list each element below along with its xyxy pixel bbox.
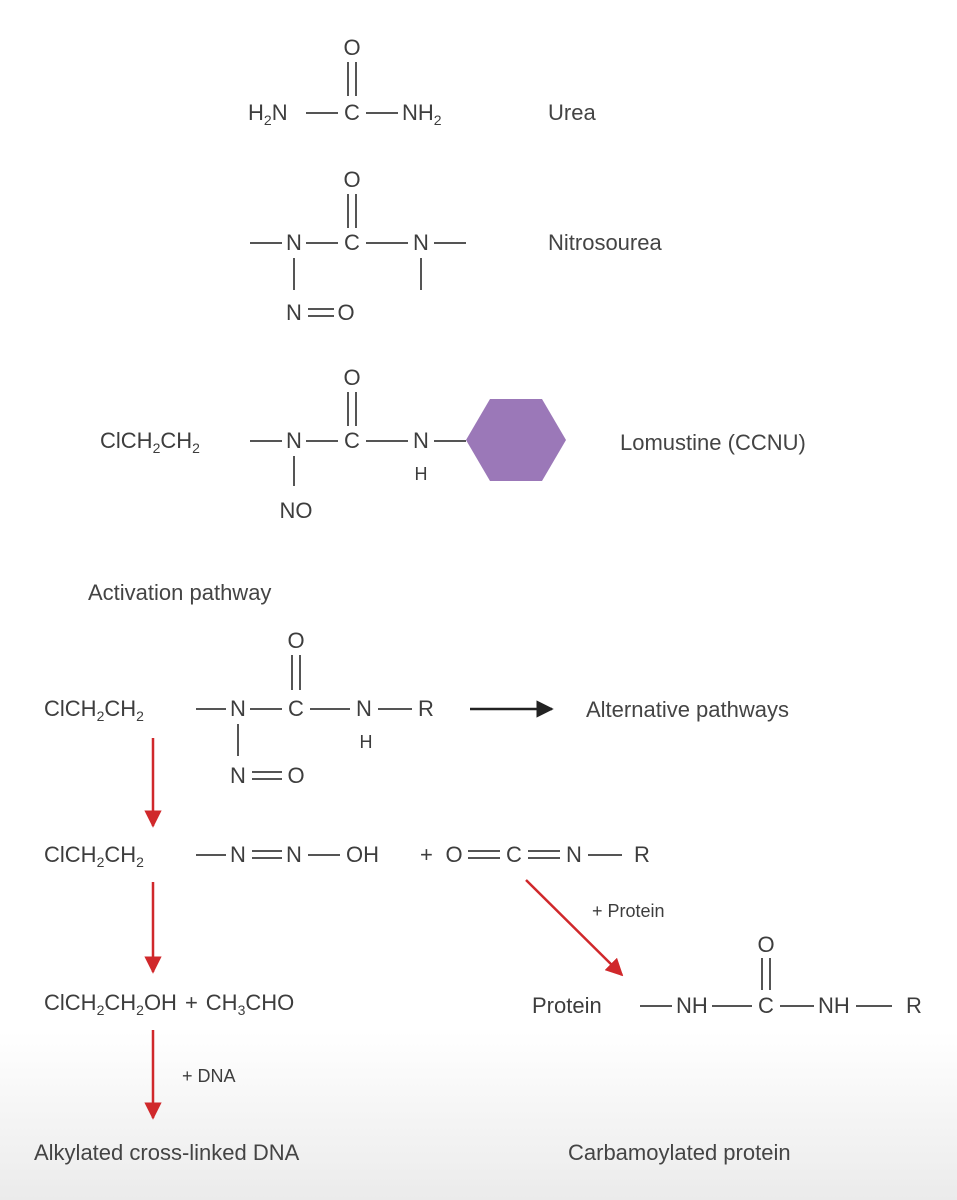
carbamoyl-nh2: NH <box>818 993 850 1018</box>
nitrosourea-n1: N <box>286 230 302 255</box>
nitrosourea-label: Nitrosourea <box>548 230 662 255</box>
start-carbon: C <box>288 696 304 721</box>
pathway-start-molecule: O ClCH2CH2 N C N H R N O <box>44 628 434 788</box>
step2-n1: N <box>230 842 246 867</box>
red-arrow-protein <box>525 879 624 977</box>
final-right-label: Carbamoylated protein <box>568 1140 791 1165</box>
lomustine-label: Lomustine (CCNU) <box>620 430 806 455</box>
step3-products: ClCH2CH2OH+CH3CHO <box>44 990 294 1018</box>
carbamoyl-r: R <box>906 993 922 1018</box>
lomustine-chloroethyl: ClCH2CH2 <box>100 428 200 456</box>
urea-left-amine: H2N <box>248 100 288 128</box>
nitrosourea-carbon: C <box>344 230 360 255</box>
activation-pathway-heading: Activation pathway <box>88 580 271 605</box>
alternative-pathways-label: Alternative pathways <box>586 697 789 722</box>
cyclohexyl-hexagon <box>466 399 566 481</box>
carbamoyl-oxygen: O <box>757 932 774 957</box>
start-oxygen: O <box>287 628 304 653</box>
nitrosourea-n2: N <box>286 300 302 325</box>
start-amide-h: H <box>360 732 373 752</box>
isocyanate-r: R <box>634 842 650 867</box>
carbamoyl-protein: Protein <box>532 993 602 1018</box>
dna-reagent-label: + DNA <box>182 1066 236 1086</box>
start-nitroso-n: N <box>230 763 246 788</box>
protein-reagent-label: + Protein <box>592 901 665 921</box>
step2-n2: N <box>286 842 302 867</box>
nitrosourea-structure: O N C N N O Nitrosourea <box>250 167 662 325</box>
start-nitrogen: N <box>230 696 246 721</box>
urea-structure: O H2N C NH2 Urea <box>248 35 596 128</box>
lomustine-amide-h: H <box>415 464 428 484</box>
start-chloroethyl: ClCH2CH2 <box>44 696 144 724</box>
pathway-step2: ClCH2CH2 N N OH + O C N R <box>44 842 650 870</box>
isocyanate-c: C <box>506 842 522 867</box>
carbamoylated-protein-structure: O Protein NH C NH R <box>532 932 922 1018</box>
isocyanate-n: N <box>566 842 582 867</box>
carbamoyl-carbon: C <box>758 993 774 1018</box>
pathway-step3: ClCH2CH2OH+CH3CHO <box>44 990 294 1018</box>
lomustine-nitroso: NO <box>280 498 313 523</box>
carbamoyl-nh1: NH <box>676 993 708 1018</box>
final-left-label: Alkylated cross-linked DNA <box>34 1140 300 1165</box>
step2-plus: + <box>420 842 433 867</box>
urea-carbon: C <box>344 100 360 125</box>
start-r-group: R <box>418 696 434 721</box>
step2-hydroxyl: OH <box>346 842 379 867</box>
urea-right-amine: NH2 <box>402 100 442 128</box>
step2-chloroethyl: ClCH2CH2 <box>44 842 144 870</box>
lomustine-carbon: C <box>344 428 360 453</box>
lomustine-amide-n: N <box>413 428 429 453</box>
lomustine-oxygen: O <box>343 365 360 390</box>
lomustine-nitrogen: N <box>286 428 302 453</box>
nitrosourea-oxygen: O <box>343 167 360 192</box>
nitrosourea-nitroso-oxygen: O <box>337 300 354 325</box>
urea-oxygen: O <box>343 35 360 60</box>
urea-label: Urea <box>548 100 596 125</box>
start-nitroso-o: O <box>287 763 304 788</box>
isocyanate-o: O <box>445 842 462 867</box>
nitrosourea-n3: N <box>413 230 429 255</box>
lomustine-structure: O ClCH2CH2 N C N H NO Lomustine (CCNU) <box>100 365 806 523</box>
start-amide-n: N <box>356 696 372 721</box>
